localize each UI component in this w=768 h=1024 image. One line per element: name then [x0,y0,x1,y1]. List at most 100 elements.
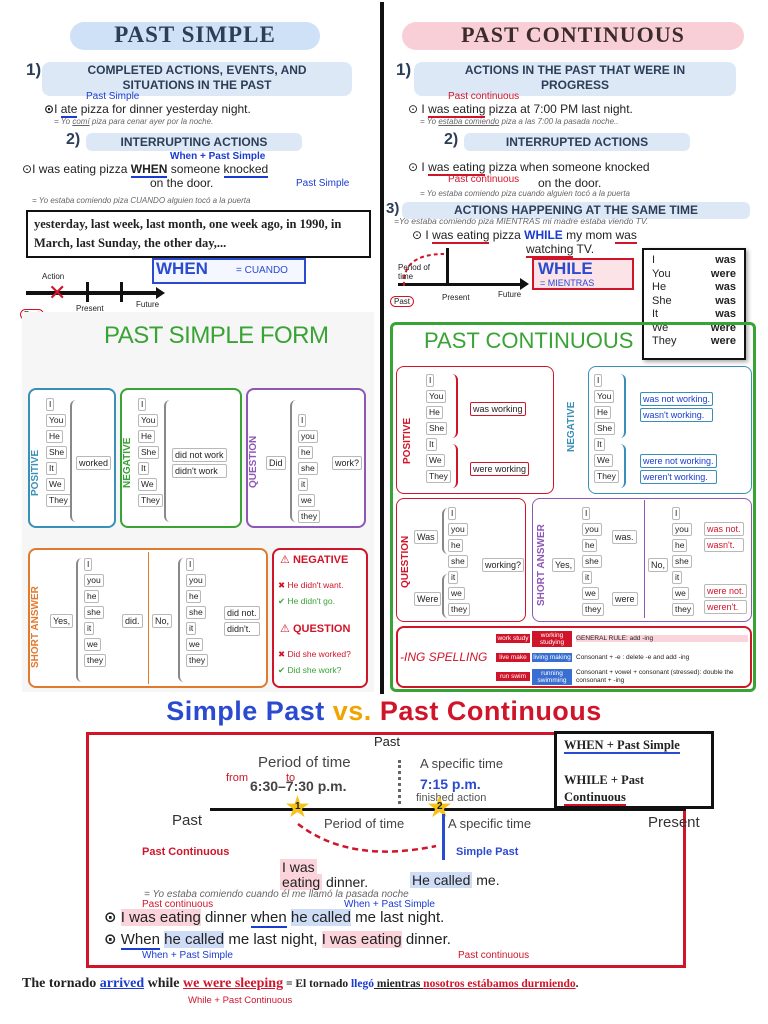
pronoun-cell: It [426,437,437,451]
pronoun-cell: I [582,506,591,520]
brace [452,374,458,438]
were-short-cell: were [612,592,638,606]
spanish-line: = Yo estaba comiendo cuando él me llamó … [144,889,409,900]
section-bg [402,202,750,219]
wasnt-working-cell: wasn't working. [640,408,714,422]
verb: were [710,267,736,280]
pronoun-cell: It [138,461,149,475]
tag-past-continuous: Past continuous [142,899,214,910]
pronoun-cell: she [186,605,206,619]
when-word: WHEN [156,259,208,278]
yes-cell: Yes, [50,614,74,628]
past-label: Past [390,296,415,307]
to-label: to [286,772,296,784]
marker-2: ★ 2 [426,791,453,824]
pc-short-label: SHORT ANSWER [536,524,547,606]
comparison-frame [86,732,686,968]
pronoun-cell: they [84,653,107,667]
pc-example-box: I was eating dinner. [280,859,369,890]
pronoun-cell: he [582,538,598,552]
period-of-time-2: Period of time [324,816,405,831]
pronoun-cell: he [298,445,314,459]
timeline-arrow [156,287,165,299]
was-not-cell: was not. [704,522,744,536]
pronoun-cell: it [186,621,197,635]
section-2-heading: INTERRUPTED ACTIONS [505,135,649,149]
example-2-es: = Yo estaba comiendo piza CUANDO alguien… [32,196,251,205]
pc-negative-label: NEGATIVE [566,401,577,452]
brace [290,400,296,522]
pronoun-cell: she [582,554,602,568]
pronoun-cell: She [46,445,68,459]
negative-right: ✔ He didn't go. [278,596,335,606]
pronoun-cell: we [672,586,689,600]
comparison-title: Simple Past vs. Past Continuous [166,696,602,726]
example-2: ⊙I was eating pizza WHEN someone knocked [22,162,269,178]
did-short-cell: did. [122,614,143,628]
specific-time-2: A specific time [448,816,532,831]
pronoun-cell: they [448,602,471,616]
warning-icon: ⚠ [280,554,290,566]
pronoun: He [652,281,667,293]
future-label: Future [498,290,522,299]
pc-form-title: PAST CONTINUOUS [424,328,634,353]
form-title: PAST SIMPLE FORM [104,322,329,349]
brace [442,574,448,618]
pronoun-cell: we [582,586,599,600]
pc-question-label: QUESTION [400,535,411,588]
timeline-tick [86,282,89,302]
pronoun-cell: he [448,538,464,552]
pronoun-cell: She [426,421,448,435]
example-1-es: = Yo estaba comiendo piza a las 7:00 la … [420,117,619,126]
pronoun-cell: it [582,570,593,584]
werent-cell: weren't. [704,600,748,614]
time-range: 6:30–7:30 p.m. [250,778,347,794]
example-1: ⊙I ate pizza for dinner yesterday night. [44,102,251,118]
timeline-arrow [520,278,529,290]
section-bg [42,62,352,96]
verb: was [715,308,736,320]
section-number: 2) [66,131,81,148]
x-mark-icon: ✕ [48,280,67,305]
pronoun-cell: you [84,573,104,587]
pronoun-cell: You [426,389,447,403]
divider [644,500,645,618]
pc-form-frame [390,322,756,692]
example-1: ⊙ I was eating pizza at 7:00 PM last nig… [408,102,633,118]
did-not-work-cell: did not work [172,448,227,462]
sp-example-box: He called me. [410,872,500,888]
pronoun-cell: we [448,586,465,600]
pronoun-cell: You [46,413,67,427]
pronoun-cell: we [298,493,315,507]
present-label: Present [442,293,470,302]
was-were-row: It was [652,308,736,322]
pronoun-cell: We [594,453,613,467]
section-number: 1) [26,60,42,79]
specific-time-line [442,814,445,860]
past-continuous-tag: Past continuous [448,91,520,102]
q-was-cell: Was [414,530,438,544]
pronoun-cell: she [84,605,104,619]
pronoun-cell: he [84,589,100,603]
pronoun-cell: We [46,477,65,491]
pronoun-cell: they [298,509,321,523]
were-working-cell: were working [470,462,530,476]
brace [620,444,626,488]
pronoun-cell: she [672,554,692,568]
pronoun: It [652,308,659,320]
didnt-cell: didn't. [224,622,260,636]
ing-verb: living making [532,653,572,662]
warning-icon: ⚠ [280,623,290,635]
period-arc [402,253,445,287]
